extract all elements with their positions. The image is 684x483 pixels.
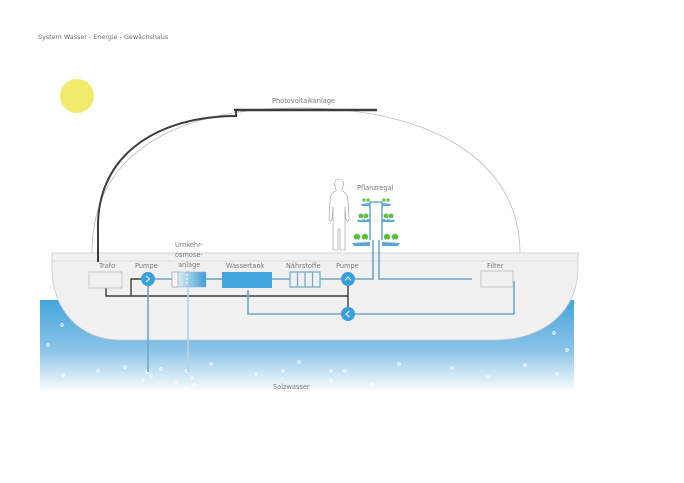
pumpe-1-label: Pumpe <box>135 262 158 270</box>
plant-rack <box>352 201 400 246</box>
plant-icon <box>383 213 389 219</box>
chevron-left-icon <box>345 310 350 318</box>
reverse-osmosis-unit <box>171 271 207 288</box>
filter-box <box>480 270 514 288</box>
chevron-right-icon <box>145 275 151 283</box>
plants <box>353 198 399 241</box>
wassertank-label: Wassertank <box>226 262 265 270</box>
nutrient-unit <box>289 271 321 288</box>
pump-1 <box>141 272 155 286</box>
water-tank <box>222 272 272 288</box>
trafo-label: Trafo <box>98 262 115 270</box>
filter-label: Filter <box>487 262 504 270</box>
plant-icon <box>363 213 369 219</box>
plant-icon <box>361 233 369 241</box>
plant-icon <box>353 233 361 241</box>
plant-icon <box>388 213 394 219</box>
photovoltaic-cable <box>96 111 237 262</box>
chevron-up-icon <box>344 276 352 281</box>
greenhouse-dome <box>91 107 521 254</box>
salzwasser-label: Salzwasser <box>273 383 310 391</box>
plant-pots <box>355 217 397 243</box>
plant-icon <box>382 198 386 202</box>
trafo-box <box>88 271 123 289</box>
return-pump <box>341 307 355 321</box>
pump-2 <box>341 272 355 286</box>
pumpe-2-label: Pumpe <box>336 262 359 270</box>
sun-icon <box>60 79 94 113</box>
photovoltaik-label: Photovoltaikanlage <box>272 97 335 105</box>
plant-icon <box>391 233 399 241</box>
plant-icon <box>366 198 370 202</box>
pflanzregal-label: Pflanzregal <box>357 184 394 192</box>
plant-icon <box>358 213 364 219</box>
diagram-title: System Wasser - Energie - Gewächshaus <box>38 33 169 41</box>
umkehr-label-line2: osmose- <box>175 251 203 259</box>
plant-icon <box>362 198 366 202</box>
plant-icon <box>386 198 390 202</box>
plant-icon <box>383 233 391 241</box>
umkehr-label-line3: anlage <box>178 261 200 269</box>
water-bubbles <box>46 323 569 390</box>
umkehr-label-line1: Umkehr- <box>175 241 203 249</box>
naehrstoffe-label: Nährstoffe <box>286 262 321 270</box>
person-silhouette-icon <box>328 178 350 251</box>
